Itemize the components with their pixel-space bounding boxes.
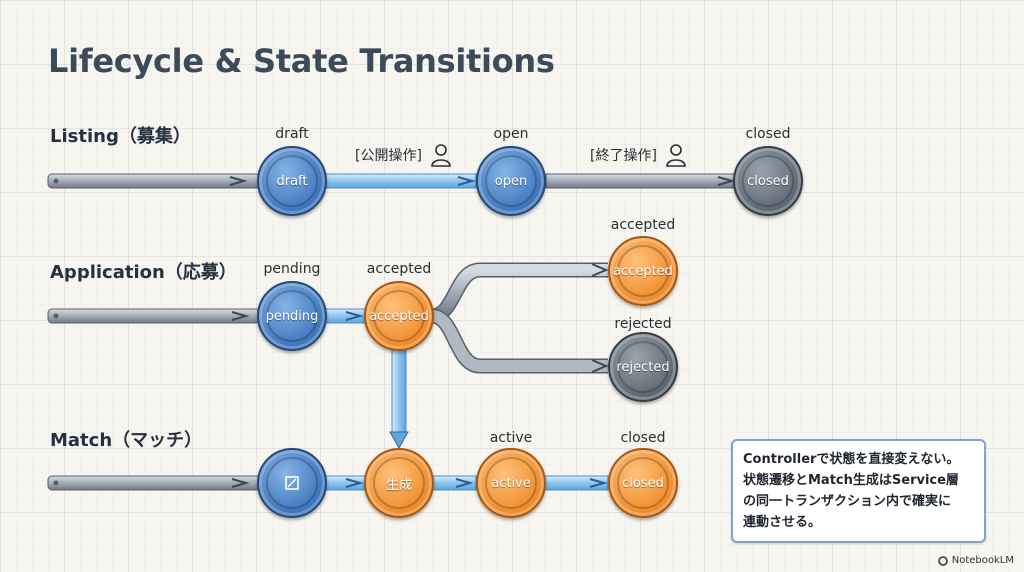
match-closed-caption: closed	[620, 430, 666, 446]
row-label-listing: Listing（募集）	[50, 126, 191, 147]
listing-closed-node: closed	[733, 146, 803, 216]
user-icon	[666, 144, 686, 167]
pending-square-icon	[285, 476, 299, 490]
note-line: 連動させる。	[743, 515, 822, 530]
application-rejected-caption: rejected	[614, 316, 672, 332]
row-label-application: Application（応募）	[50, 262, 237, 283]
application-rejected-node: rejected	[608, 332, 678, 402]
page-title: Lifecycle & State Transitions	[48, 42, 555, 80]
application-accepted-node: accepted	[364, 281, 434, 351]
application-accepted-result-node: accepted	[608, 236, 678, 306]
listing-draft-node: draft	[257, 146, 327, 216]
match-active-caption: active	[489, 430, 533, 446]
match-pipes	[47, 475, 609, 491]
application-accepted-result-caption: accepted	[610, 217, 676, 233]
application-pending-caption: pending	[263, 261, 321, 277]
match-closed-node: closed	[608, 448, 678, 518]
listing-open-node: open	[476, 146, 546, 216]
brand-logo: NotebookLM	[938, 555, 1014, 566]
match-initial-node	[257, 448, 327, 518]
listing-closed-caption: closed	[745, 126, 791, 142]
listing-draft-caption: draft	[275, 126, 309, 142]
end-action: [終了操作]	[590, 143, 687, 167]
match-active-node: active	[476, 448, 546, 518]
application-pipes	[47, 262, 609, 450]
user-icon	[431, 144, 451, 167]
listing-pipes	[47, 173, 737, 189]
listing-open-caption: open	[493, 126, 529, 142]
application-pending-node: pending	[257, 281, 327, 351]
notebooklm-icon	[938, 555, 948, 566]
application-accepted-caption: accepted	[366, 261, 432, 277]
note-line: 状態遷移とMatch生成はService層	[743, 473, 959, 488]
note-line: Controllerで状態を直接変えない。	[743, 452, 960, 467]
note-line: の同一トランザクション内で確実に	[743, 494, 952, 509]
publish-action: [公開操作]	[355, 143, 452, 167]
match-create-node: 生成	[364, 448, 434, 518]
callout-note: Controllerで状態を直接変えない。 状態遷移とMatch生成はServi…	[731, 439, 986, 543]
row-label-match: Match（マッチ）	[50, 430, 203, 451]
